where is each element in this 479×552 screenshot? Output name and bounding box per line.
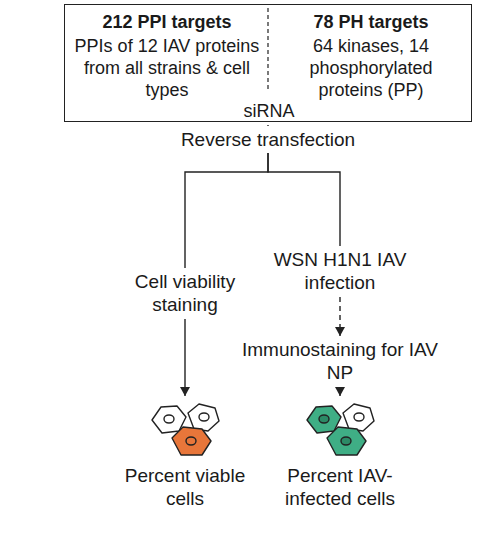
column-divider xyxy=(267,8,268,90)
connector-line xyxy=(339,387,340,396)
connector-line xyxy=(185,153,268,268)
column-heading: 212 PPI targets xyxy=(65,11,269,33)
flow-connector xyxy=(335,387,345,396)
connector-line xyxy=(339,297,340,336)
viability-cells-icon xyxy=(152,404,219,455)
flow-connector xyxy=(185,153,268,268)
step-label: Immunostaining for IAV NP xyxy=(240,338,440,384)
flow-connector xyxy=(268,153,340,246)
flow-connector xyxy=(268,125,269,126)
column-text: 64 kinases, 14 phosphorylated proteins (… xyxy=(277,35,465,101)
step-label: Percent IAV-infected cells xyxy=(255,464,425,510)
connector-line xyxy=(184,319,185,396)
process-step: Reverse transfection xyxy=(158,128,378,151)
process-step: Cell viability staining xyxy=(130,270,240,316)
sirna-library-box: 212 PPI targetsPPIs of 12 IAV proteins f… xyxy=(64,4,472,122)
arrow-head xyxy=(180,387,190,396)
column-text: siRNA xyxy=(219,100,319,122)
readout-box: Percent viable cells xyxy=(110,398,260,510)
infected-cells-icon xyxy=(307,404,374,455)
arrow-head xyxy=(335,387,345,396)
column-text: PPIs of 12 IAV proteins from all strains… xyxy=(73,35,261,101)
connector-line xyxy=(267,125,268,126)
connector-line xyxy=(268,153,340,246)
step-label: Cell viability staining xyxy=(130,270,240,316)
process-step: WSN H1N1 IAV infection xyxy=(262,248,418,294)
flow-connector xyxy=(335,297,345,336)
arrow-head xyxy=(335,327,345,336)
process-step: Immunostaining for IAV NP xyxy=(240,338,440,384)
readout-box: Percent IAV-infected cells xyxy=(255,398,425,510)
step-label: Percent viable cells xyxy=(110,464,260,510)
step-label: WSN H1N1 IAV infection xyxy=(262,248,418,294)
column-heading: 78 PH targets xyxy=(269,11,473,33)
flow-connector xyxy=(180,319,190,396)
step-label: Reverse transfection xyxy=(158,128,378,151)
